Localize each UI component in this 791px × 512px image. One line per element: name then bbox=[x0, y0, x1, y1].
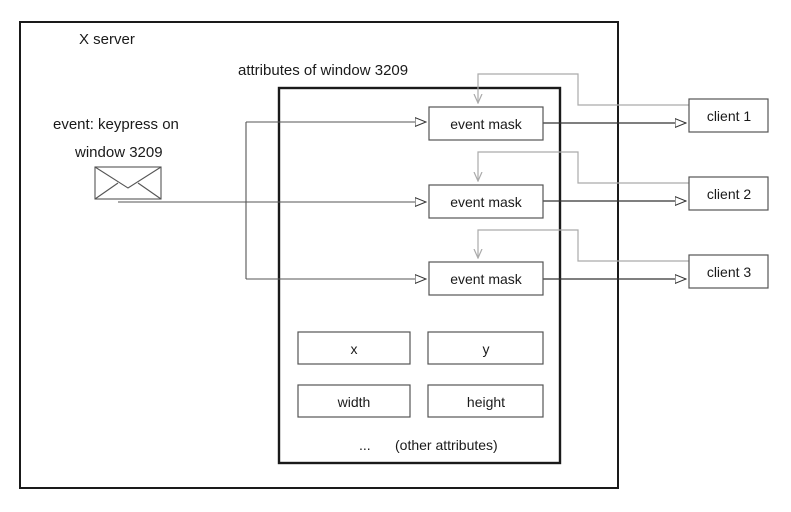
client-box[interactable] bbox=[688, 98, 769, 133]
client-box[interactable] bbox=[688, 254, 769, 289]
event-mask-box[interactable] bbox=[428, 261, 544, 296]
event-mask-label: event mask bbox=[450, 116, 522, 132]
event-mask-label: event mask bbox=[450, 271, 522, 287]
client-label: client 2 bbox=[706, 186, 752, 202]
event-mask-boxes bbox=[428, 106, 544, 296]
mask-to-client-arrows bbox=[543, 123, 686, 279]
client-label: client 1 bbox=[706, 108, 752, 124]
attribute-field-boxes bbox=[297, 331, 544, 418]
attributes-frame bbox=[277, 86, 562, 465]
attribute-box-width[interactable] bbox=[297, 384, 411, 418]
client-boxes bbox=[688, 98, 769, 289]
attribute-label-x: x bbox=[350, 341, 358, 357]
x-server-label: X server bbox=[79, 31, 135, 48]
event-distribution-lines bbox=[118, 122, 247, 279]
attribute-label-width: width bbox=[337, 394, 371, 410]
envelope-icon bbox=[94, 166, 162, 200]
attribute-box-y[interactable] bbox=[427, 331, 544, 365]
event-mask-box[interactable] bbox=[428, 184, 544, 219]
x-server-frame bbox=[19, 21, 619, 489]
attribute-box-height[interactable] bbox=[427, 384, 544, 418]
other-attributes-label: (other attributes) bbox=[395, 437, 498, 453]
other-attributes-ellipsis: ... bbox=[359, 437, 371, 453]
event-to-mask-arrows bbox=[246, 122, 426, 279]
client-box[interactable] bbox=[688, 176, 769, 211]
event-mask-box[interactable] bbox=[428, 106, 544, 141]
attribute-label-y: y bbox=[482, 341, 490, 357]
attributes-title: attributes of window 3209 bbox=[238, 62, 409, 79]
attribute-box-x[interactable] bbox=[297, 331, 411, 365]
event-label-line2: window 3209 bbox=[75, 144, 163, 161]
attribute-label-height: height bbox=[466, 394, 506, 410]
client-feedback-lines bbox=[478, 73, 689, 262]
event-label-line1: event: keypress on bbox=[53, 116, 179, 133]
client-label: client 3 bbox=[706, 264, 752, 280]
event-mask-label: event mask bbox=[450, 194, 522, 210]
